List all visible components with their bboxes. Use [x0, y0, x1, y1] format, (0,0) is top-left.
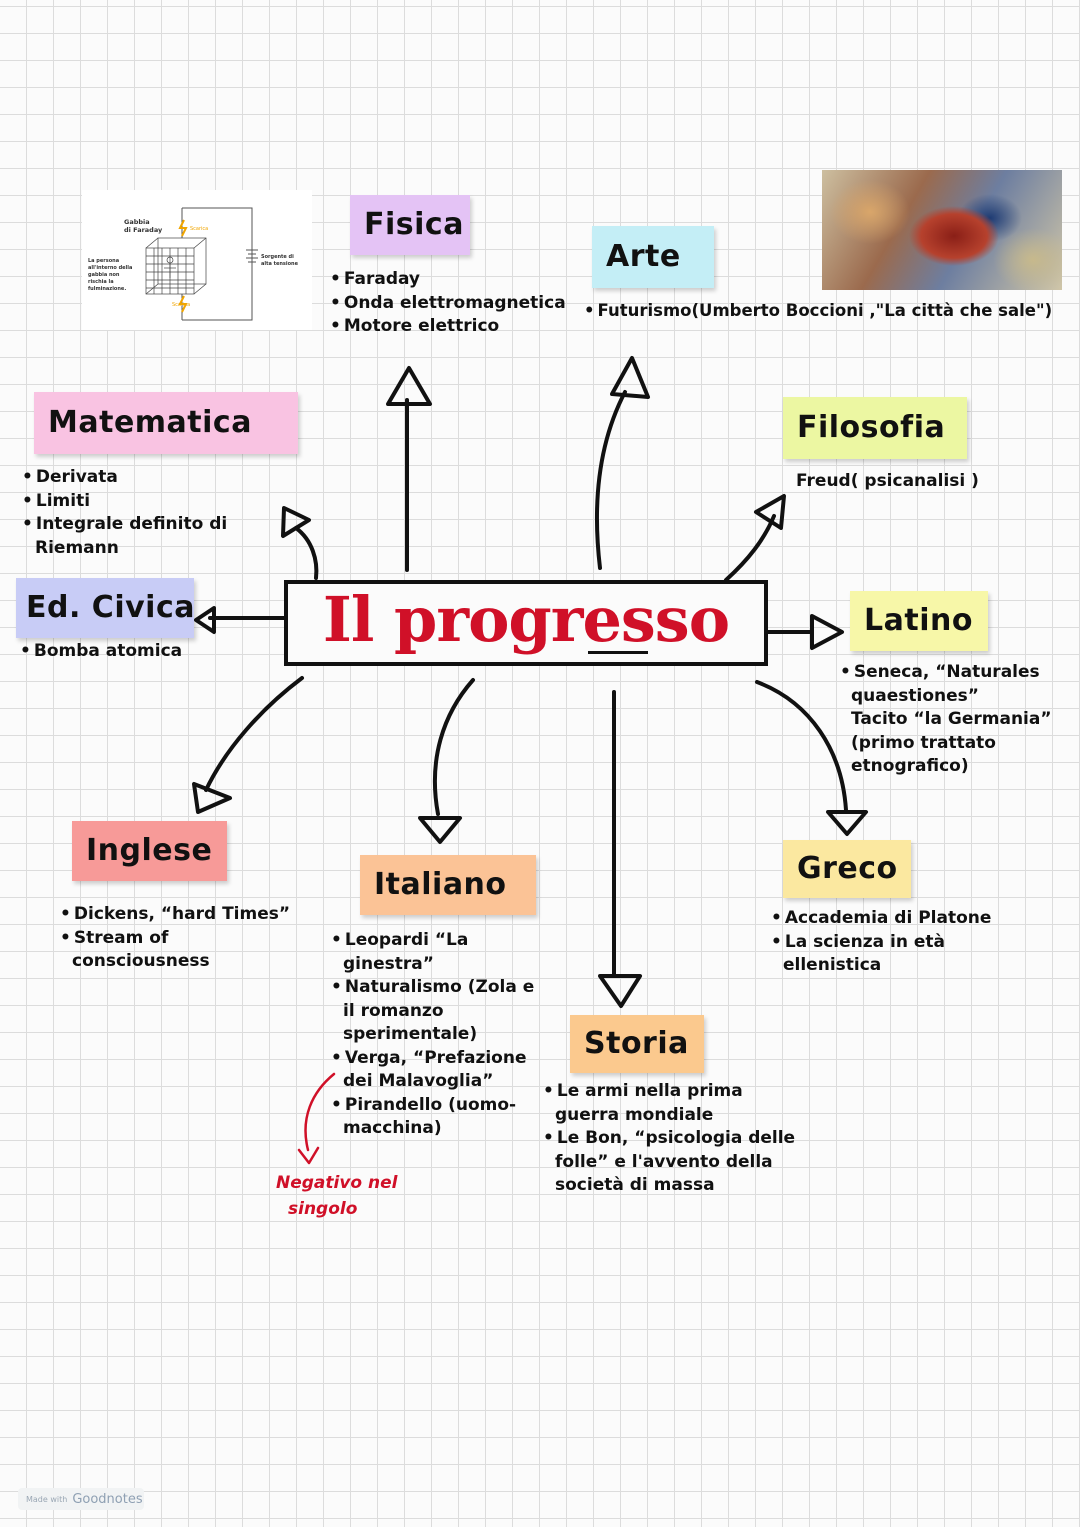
- notes-storia: Le armi nella prima guerra mondiale Le B…: [543, 1080, 795, 1198]
- note-item: Riemann: [35, 537, 119, 558]
- boccioni-painting-image: [822, 170, 1062, 290]
- faraday-caption-5: fulminazione.: [88, 286, 126, 292]
- notes-matematica: Derivata Limiti Integrale definito di Ri…: [22, 466, 227, 560]
- arrowhead-latino: [810, 614, 844, 650]
- note-item: quaestiones”: [851, 685, 979, 706]
- notes-inglese: Dickens, “hard Times” Stream of consciou…: [60, 903, 290, 974]
- note-item: Limiti: [22, 490, 227, 514]
- tag-storia: Storia: [570, 1015, 704, 1073]
- note-item: Stream of: [60, 927, 290, 951]
- faraday-source-1: Sorgente di: [261, 254, 294, 260]
- arrowhead-italiano: [418, 816, 462, 844]
- notes-filosofia: Freud( psicanalisi ): [796, 470, 979, 494]
- note-item: Onda elettromagnetica: [330, 292, 566, 316]
- note-item: Accademia di Platone: [771, 907, 992, 931]
- watermark-prefix: Made with: [26, 1494, 68, 1504]
- notes-civica: Bomba atomica: [20, 640, 182, 664]
- note-item: ellenistica: [783, 955, 882, 975]
- note-item: (primo trattato: [851, 732, 996, 753]
- note-item: Derivata: [22, 466, 227, 490]
- note-item: Tacito “la Germania”: [851, 709, 1052, 729]
- faraday-title-1: Gabbia: [124, 218, 150, 226]
- side-note-line: Negativo nel: [276, 1173, 398, 1193]
- note-item: sperimentale): [343, 1024, 478, 1044]
- arrowhead-inglese: [192, 782, 232, 814]
- note-item: Dickens, “hard Times”: [60, 903, 290, 927]
- note-item: consciousness: [72, 951, 210, 971]
- arrowhead-storia: [598, 974, 642, 1008]
- faraday-caption-3: gabbia non: [88, 272, 120, 278]
- title-underline: [588, 651, 648, 654]
- arrow-matematica: [294, 526, 319, 580]
- goodnotes-watermark: Made with Goodnotes: [18, 1488, 144, 1510]
- faraday-source-2: alta tensione: [261, 261, 299, 267]
- arrow-negativo: [304, 1072, 336, 1152]
- note-item: guerra mondiale: [555, 1104, 714, 1125]
- arrowhead-matematica: [281, 506, 311, 538]
- arrow-filosofia: [724, 514, 776, 582]
- note-item: macchina): [343, 1118, 442, 1138]
- spark-label-top: Scarica: [190, 226, 208, 232]
- arrowhead-negativo: [297, 1146, 320, 1165]
- arrow-inglese: [204, 676, 304, 792]
- tag-matematica: Matematica: [34, 392, 298, 454]
- notes-arte: Futurismo(Umberto Boccioni ,"La città ch…: [584, 299, 1053, 323]
- arrowhead-fisica: [386, 366, 432, 406]
- arrowhead-filosofia: [754, 494, 786, 530]
- note-item: Motore elettrico: [330, 315, 566, 339]
- watermark-brand: Goodnotes: [72, 1491, 143, 1507]
- arrow-greco: [755, 680, 848, 812]
- central-title: Il progresso: [322, 582, 730, 656]
- tag-arte: Arte: [592, 226, 714, 288]
- notes-italiano: Leopardi “La ginestra” Naturalismo (Zola…: [331, 929, 534, 1141]
- note-item: Le armi nella prima: [543, 1080, 795, 1104]
- faraday-caption-4: rischia la: [88, 279, 114, 285]
- note-item: Le Bon, “psicologia delle: [543, 1127, 795, 1151]
- faraday-caption-1: La persona: [88, 258, 119, 264]
- note-item: Integrale definito di: [22, 513, 227, 537]
- note-item: il romanzo: [343, 1000, 444, 1021]
- note-item: Naturalismo (Zola e: [331, 976, 534, 1000]
- tag-greco: Greco: [783, 840, 911, 898]
- note-item: Leopardi “La: [331, 929, 534, 953]
- notes-latino: Seneca, “Naturales quaestiones” Tacito “…: [840, 661, 1052, 779]
- tag-italiano: Italiano: [360, 855, 536, 915]
- note-item: Freud( psicanalisi ): [796, 471, 979, 491]
- note-item: folle” e l'avvento della: [555, 1151, 773, 1172]
- arrow-italiano: [432, 678, 475, 816]
- notes-greco: Accademia di Platone La scienza in età e…: [771, 907, 991, 978]
- side-note-line: singolo: [288, 1199, 358, 1219]
- arrowhead-greco: [826, 810, 868, 836]
- faraday-cage-drawing: Gabbia di Faraday La persona all'interno…: [88, 207, 299, 321]
- note-item: Pirandello (uomo-: [331, 1094, 534, 1118]
- note-item: dei Malavoglia”: [343, 1071, 494, 1091]
- notes-fisica: Faraday Onda elettromagnetica Motore ele…: [330, 268, 566, 339]
- note-item: etnografico): [851, 756, 969, 776]
- note-item: ginestra”: [343, 953, 434, 974]
- note-item: La scienza in età: [771, 931, 991, 955]
- tag-latino: Latino: [850, 591, 988, 651]
- note-item: Faraday: [330, 268, 566, 292]
- arrowhead-arte: [610, 356, 650, 399]
- faraday-title-2: di Faraday: [124, 226, 163, 234]
- arrow-arte: [595, 390, 627, 570]
- note-item: Seneca, “Naturales: [840, 661, 1052, 685]
- note-item: società di massa: [555, 1175, 715, 1195]
- tag-inglese: Inglese: [72, 821, 227, 881]
- note-item: Verga, “Prefazione: [331, 1047, 534, 1071]
- spark-label-bottom: Scarica: [172, 302, 190, 308]
- central-topic-box: Il progresso: [284, 580, 768, 666]
- italiano-side-note: Negativo nel singolo: [276, 1170, 398, 1222]
- note-item: Futurismo(Umberto Boccioni ,"La città ch…: [584, 299, 1053, 323]
- faraday-cage-image: Gabbia di Faraday La persona all'interno…: [82, 190, 312, 330]
- arrowhead-civica: [194, 606, 216, 634]
- tag-civica: Ed. Civica: [16, 578, 194, 638]
- faraday-caption-2: all'interno della: [88, 265, 132, 271]
- tag-filosofia: Filosofia: [783, 397, 967, 459]
- tag-fisica: Fisica: [350, 195, 470, 255]
- note-item: Bomba atomica: [20, 640, 182, 664]
